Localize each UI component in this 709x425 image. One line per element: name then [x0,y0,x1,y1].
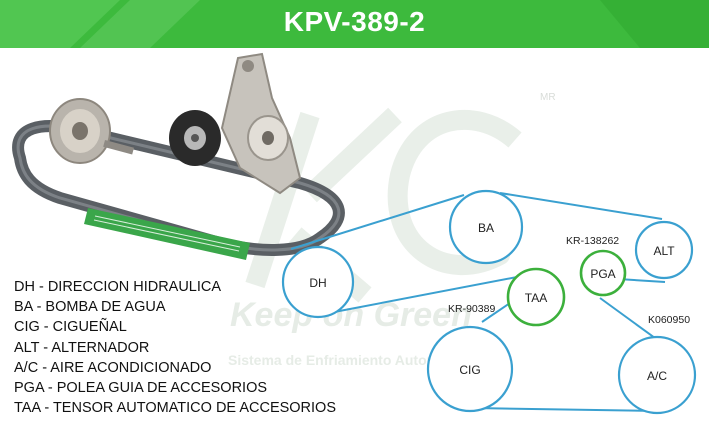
pulley-alt-label: ALT [653,244,675,258]
pulley-cig-label: CIG [459,363,480,377]
legend-item-taa: TAA - TENSOR AUTOMATICO DE ACCESORIOS [14,400,337,417]
belt-segment-dh-ba [290,194,465,250]
idler-pulley-image [49,98,134,164]
pulley-taa-label: TAA [525,291,547,305]
header-banner: KPV-389-2 [0,0,709,48]
watermark-subtitle: Sistema de Enfriamiento Automotriz [228,352,469,368]
watermark-mark: MR [540,92,556,103]
belt-kit-photo [12,52,345,260]
abbreviation-legend: DH - DIRECCION HIDRAULICA BA - BOMBA DE … [14,277,336,418]
legend-item-dh: DH - DIRECCION HIDRAULICA [14,279,222,295]
belt-path [290,192,678,412]
pulley-pga-label: PGA [590,267,615,281]
part-number-ac: K060950 [648,314,690,326]
belt-segment-ac-cig [472,407,659,412]
legend-item-ac: A/C - AIRE ACONDICIONADO [14,359,212,376]
legend-item-ba: BA - BOMBA DE AGUA [14,299,166,316]
pulley-cig [426,325,514,413]
pulley-ac [617,335,697,415]
page-title: KPV-389-2 [283,6,426,37]
watermark-slogan: Keep on Green [230,296,472,334]
legend-item-cig: CIG - CIGUEÑAL [14,319,127,336]
pulley-dh-label: DH [309,276,326,290]
belt-segment-ba-alt [499,192,663,220]
part-number-pga: KR-138262 [566,235,619,247]
pulley-ac-label: A/C [647,369,667,383]
belt-segment-taa-dh [328,276,518,314]
pulley-ba-label: BA [478,221,494,235]
legend-item-pga: PGA - POLEA GUIA DE ACCESORIOS [14,380,268,397]
belt-label-band [84,208,250,260]
pulley-alt [634,220,694,280]
pulley-ba [448,189,524,265]
legend-item-alt: ALT - ALTERNADOR [14,339,150,356]
pulley-taa [506,267,566,327]
pulley-dh [281,245,355,319]
header-background [0,0,709,48]
part-number-taa: KR-90389 [448,303,495,315]
belt-segment-cig-taa [481,302,511,323]
tensioner-image [169,52,302,195]
pulley-pga [579,249,627,297]
